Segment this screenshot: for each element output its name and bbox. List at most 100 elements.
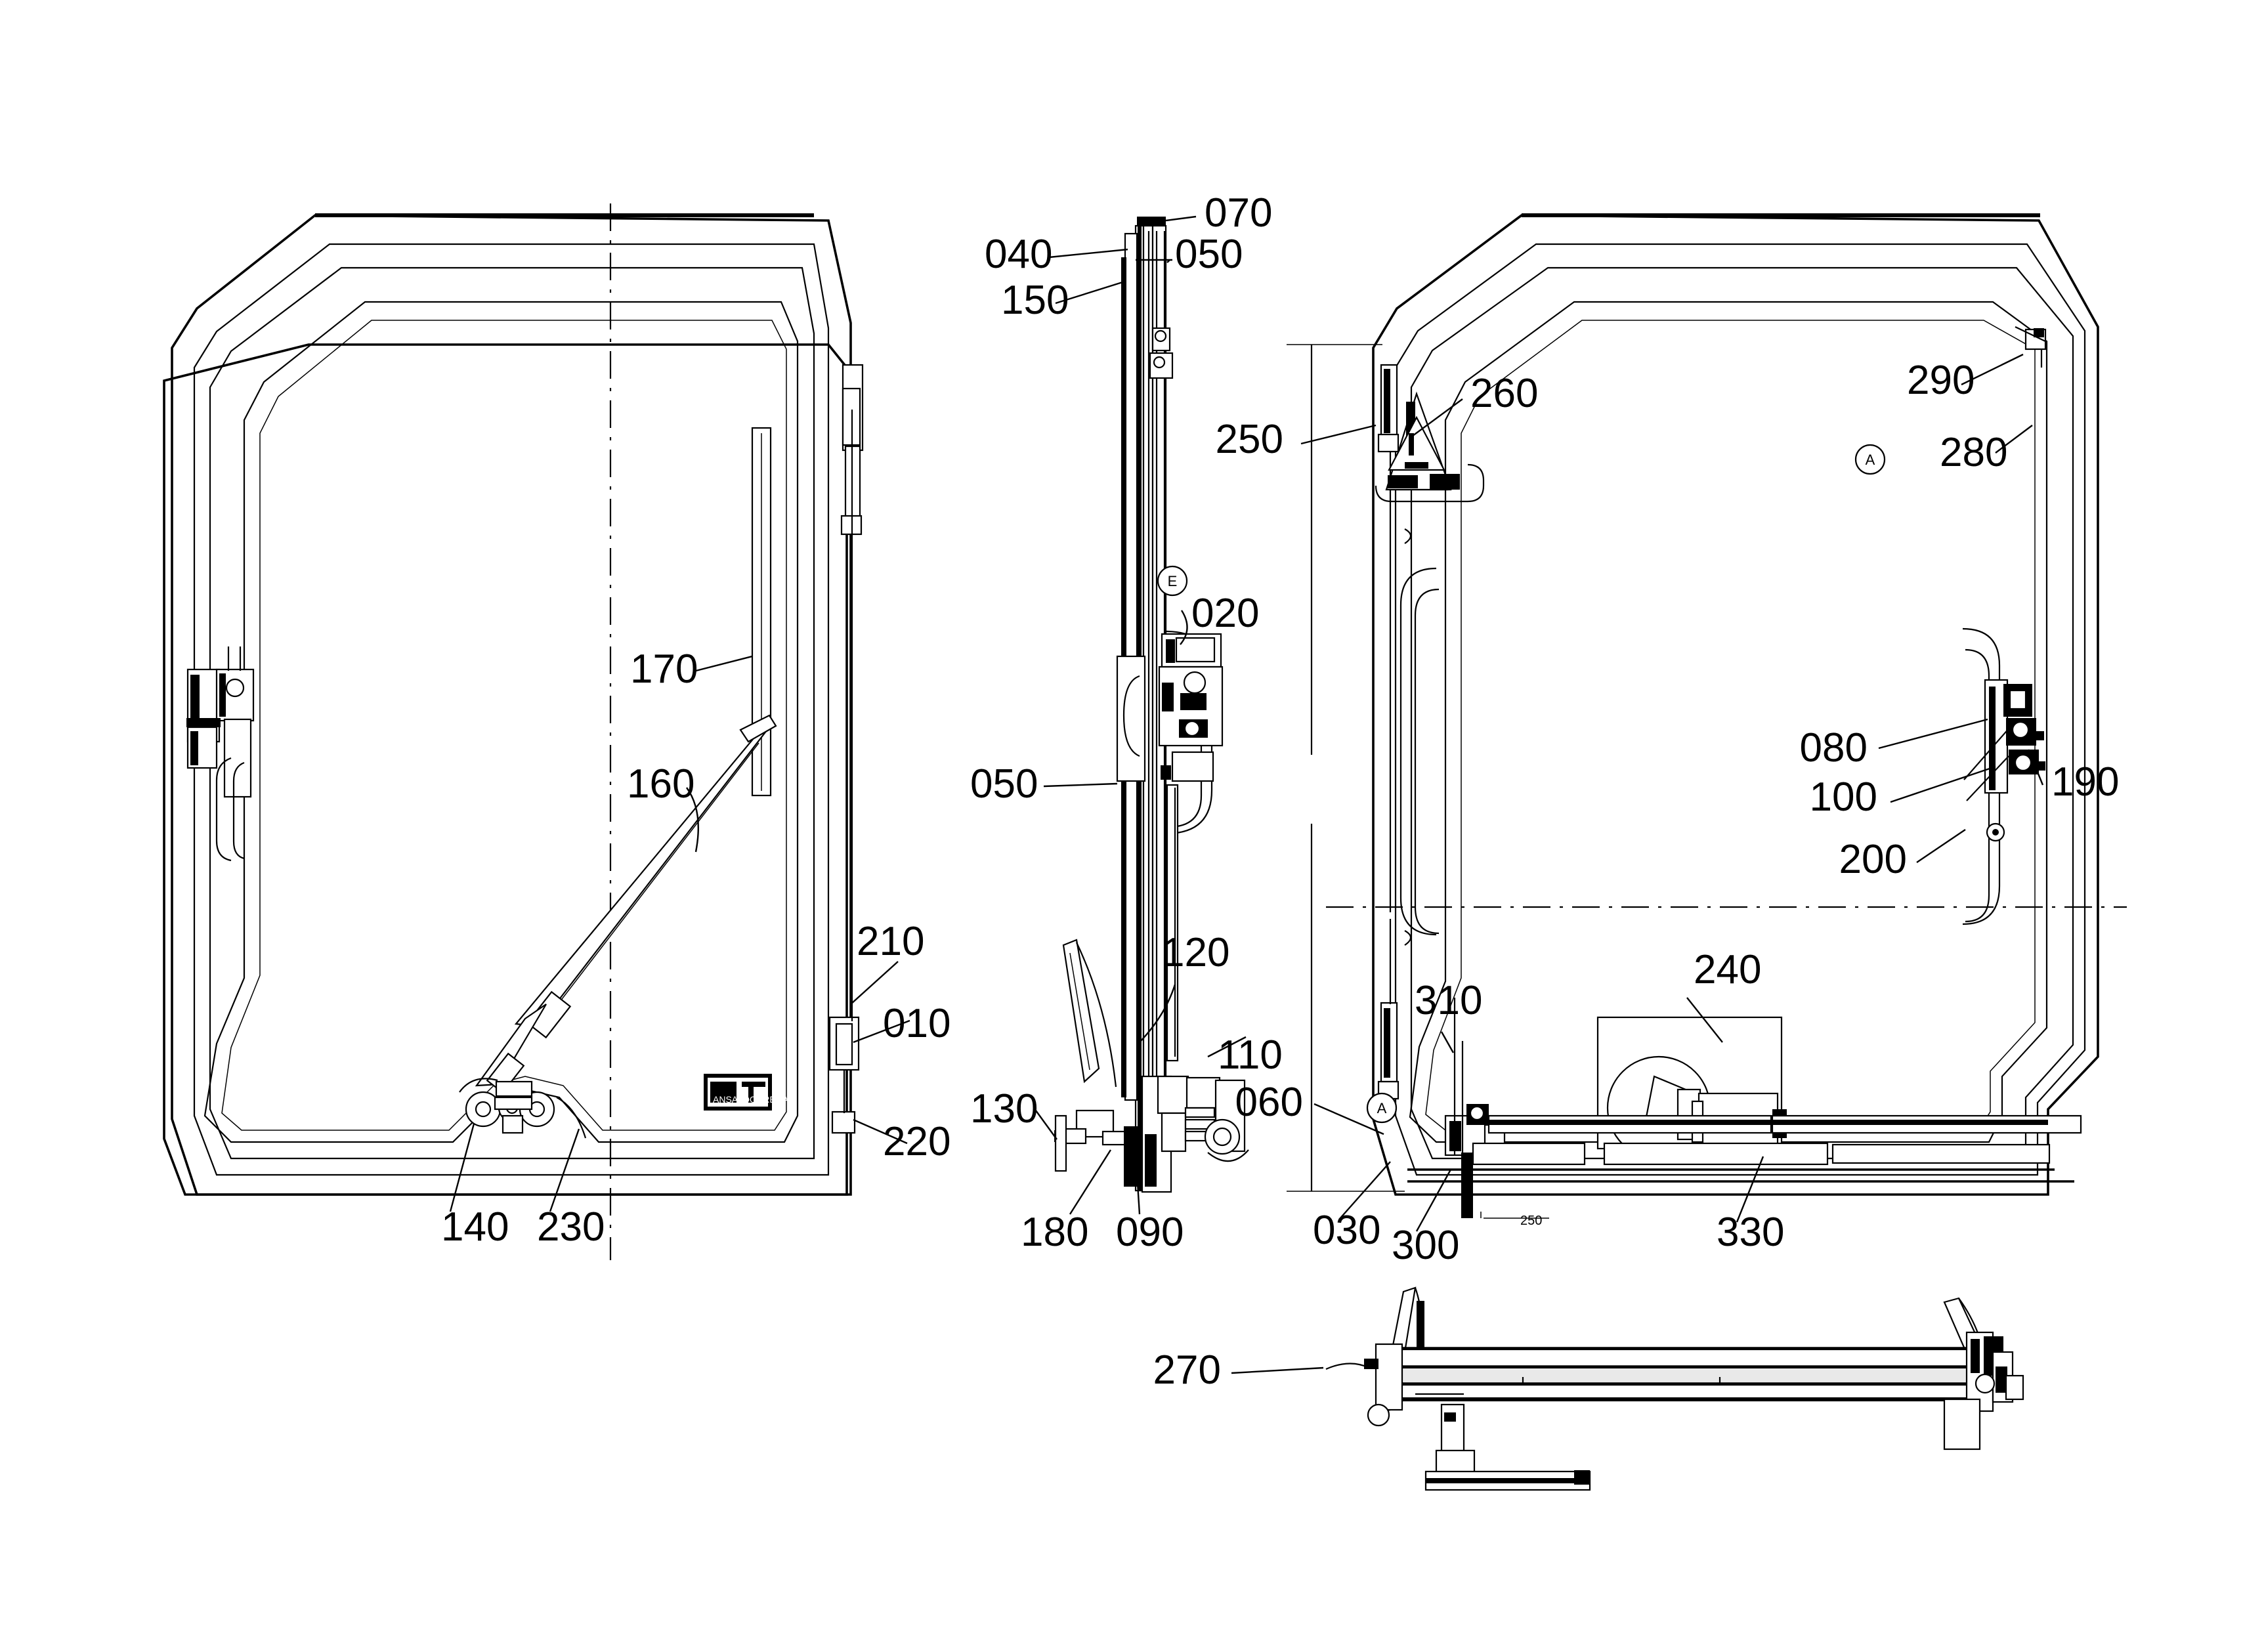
leader-160: [686, 787, 699, 853]
ref-090: 090: [1116, 1210, 1184, 1255]
ref-230: 230: [537, 1204, 605, 1250]
sill-left-end-block: [1375, 1343, 1403, 1411]
sill-left-roller: [1367, 1403, 1390, 1427]
view-front-left: ANSALDOBREDA: [163, 203, 910, 1260]
leader-060: [1314, 1103, 1384, 1135]
lower-blade: [1062, 939, 1100, 1084]
ref-210: 210: [857, 919, 924, 964]
door-silhouette-inner-2: [209, 266, 815, 1160]
leader-080: [1878, 718, 1988, 750]
right-door-silhouette-inner-1: [1394, 243, 2086, 1176]
ref-110: 110: [1218, 1032, 1283, 1078]
leader-090: [1134, 1152, 1141, 1215]
door-silhouette: [171, 214, 852, 1196]
callout-marker-e-letter: E: [1168, 573, 1178, 589]
ref-030: 030: [1313, 1208, 1380, 1253]
fitting-290: [2015, 326, 2047, 368]
view-bottom: [1231, 1286, 2024, 1491]
ref-270: 270: [1153, 1347, 1221, 1393]
bottom-fitting-cluster: [1054, 1075, 1249, 1193]
right-door-inner-panel: [1409, 301, 2048, 1143]
hinge-pins-right-edge: [828, 364, 864, 1134]
warning-triangle-placard-260: [1375, 391, 1485, 503]
ref-240: 240: [1694, 947, 1761, 992]
ref-220: 220: [883, 1119, 950, 1164]
callout-marker-e: E: [1157, 565, 1188, 597]
leader-050-mid: [1043, 782, 1118, 788]
door-silhouette-inner-1: [193, 243, 830, 1176]
ref-020: 020: [1191, 591, 1259, 636]
ref-130: 130: [970, 1086, 1038, 1132]
interior-handle: [215, 757, 232, 862]
ref-120: 120: [1162, 930, 1229, 975]
grab-handle-right-view-left-inner: [1414, 588, 1440, 935]
ref-310: 310: [1415, 978, 1482, 1023]
callout-marker-a-lower: A: [1366, 1092, 1398, 1124]
ref-180: 180: [1021, 1210, 1088, 1255]
leader-110: [1207, 1036, 1247, 1058]
ref-100: 100: [1810, 774, 1877, 820]
leader-040: [1048, 248, 1128, 259]
interior-handle-inner: [232, 761, 245, 860]
leader-020: [1180, 610, 1188, 645]
leader-330: [1736, 1156, 1764, 1223]
leader-280: [1995, 425, 2033, 454]
ref-150: 150: [1001, 278, 1069, 323]
rod-120: [1166, 784, 1179, 1062]
sill-bottom-rail-end: [1574, 1470, 1590, 1485]
right-door-hinge-rail: [1377, 364, 1412, 1100]
leader-220: [853, 1118, 908, 1145]
top-seal-070: [1137, 217, 1166, 226]
lower-blade-curl: [1076, 942, 1117, 1088]
nameplate-text: ANSALDOBREDA: [713, 1094, 789, 1105]
door-inner-panel-offset: [221, 320, 787, 1131]
nameplate: ANSALDOBREDA: [704, 1074, 789, 1111]
ref-300: 300: [1392, 1223, 1459, 1268]
sill-bottom-rail-dark: [1426, 1478, 1589, 1483]
ref-050-top: 050: [1175, 232, 1243, 277]
leader-070: [1165, 215, 1197, 222]
leader-270: [1231, 1366, 1324, 1374]
sill-drop-pin: [1444, 1412, 1456, 1422]
ref-060: 060: [1235, 1080, 1303, 1125]
leader-250: [1300, 424, 1377, 445]
ref-290: 290: [1907, 358, 1975, 403]
reference-numeral-layer: 070 040 050 150 020 050 120 110 130 180 …: [441, 190, 2119, 1393]
leader-030: [1338, 1161, 1391, 1220]
latch-mechanism-020: [1158, 633, 1224, 782]
ref-200: 200: [1839, 837, 1907, 882]
leader-260: [1412, 398, 1463, 436]
upper-latch-fitting: [1149, 327, 1174, 379]
callout-marker-a-lower-letter: A: [1377, 1100, 1387, 1116]
sill-beam-top: [1388, 1348, 2001, 1369]
leader-230: [549, 1128, 580, 1212]
small-dimension-250: 250: [1520, 1214, 1542, 1228]
bottom-mechanism-right: [1407, 998, 2082, 1219]
door-outer-outline: [163, 343, 848, 1196]
leader-240: [1686, 997, 1723, 1043]
ref-170: 170: [630, 646, 698, 692]
lower-pivot-cluster: [459, 1078, 587, 1139]
callout-marker-a-upper: A: [1854, 444, 1886, 475]
lower-blade-crease: [1069, 952, 1090, 1070]
ref-140: 140: [441, 1204, 509, 1250]
leader-010: [853, 1019, 910, 1044]
view-section: E: [1035, 215, 1249, 1215]
leader-310: [1440, 1031, 1455, 1053]
view-front-right: A A 250: [1287, 213, 2127, 1232]
door-inner-panel: [203, 301, 799, 1143]
right-door-silhouette: [1372, 214, 2099, 1196]
ref-080: 080: [1800, 725, 1868, 771]
ref-010: 010: [883, 1001, 950, 1046]
ref-050-mid: 050: [970, 761, 1038, 807]
sill-left-pin: [1364, 1359, 1378, 1369]
ref-280: 280: [1940, 430, 2007, 475]
leader-130: [1035, 1110, 1057, 1140]
gas-strut-160: [475, 714, 777, 1094]
ref-070: 070: [1205, 190, 1272, 236]
leader-100: [1890, 765, 1996, 803]
leader-210: [850, 961, 899, 1005]
ref-330: 330: [1717, 1210, 1784, 1255]
